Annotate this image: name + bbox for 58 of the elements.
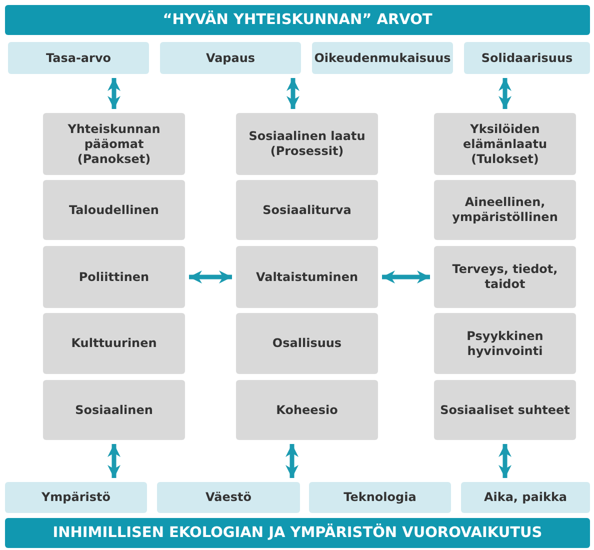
category-box [43,380,185,440]
box-label: Aineellinen, ympäristöllinen [451,195,559,225]
box-label: Solidaarisuus [481,50,573,66]
bottom-banner [5,518,590,548]
factor-box [309,482,451,513]
box-label: Koheesio [276,402,338,418]
box-label: Sosiaalinen [75,402,153,418]
value-box [464,42,590,74]
category-box [434,246,576,308]
double-arrow [189,270,232,284]
category-box [43,246,185,308]
box-label: Kulttuurinen [71,336,157,351]
box-label: Yhteiskunnan pääomat (Panokset) [66,122,162,166]
factor-box [157,482,300,513]
title-banner [5,5,590,35]
box-label: Sosiaalinen laatu (Prosessit) [248,129,366,159]
double-arrow [286,78,300,109]
value-box [8,42,149,74]
double-arrow [108,78,120,109]
box-label: Psyykkinen hyvinvointi [466,328,544,358]
double-arrow [498,78,512,109]
box-label: Yksilöiden elämänlaatu (Tulokset) [462,122,548,166]
box-label: Tasa-arvo [46,50,112,66]
box-label: Oikeudenmukaisuus [314,50,451,66]
double-arrow [108,444,120,478]
box-label: Väestö [206,490,252,505]
box-label: Ympäristö [41,490,111,505]
category-box [236,313,378,374]
column-header-box [43,113,185,175]
value-box [312,42,453,74]
box-label: Valtaistuminen [256,270,358,284]
box-label: Taloudellinen [69,202,159,218]
box-label: Terveys, tiedot, taidot [451,262,559,292]
factor-box [5,482,147,513]
box-label: Sosiaaliset suhteet [440,402,570,418]
box-label: Osallisuus [272,336,342,351]
category-box [236,180,378,240]
box-label: Sosiaaliturva [262,202,352,218]
double-arrow [286,444,298,478]
banner-title: INHIMILLISEN EKOLOGIAN JA YMPÄRISTÖN VUOROVAIKUTUS [52,524,542,542]
box-label: Poliittinen [78,270,150,284]
factor-box [461,482,590,513]
category-box [434,313,576,374]
double-arrow [498,444,512,478]
banner-title: “HYVÄN YHTEISKUNNAN” ARVOT [162,10,432,30]
category-box [236,380,378,440]
category-box [43,313,185,374]
category-box [434,380,576,440]
double-arrow [382,270,430,284]
category-box [434,180,576,240]
category-box [43,180,185,240]
box-label: Vapaus [206,50,256,66]
value-box [160,42,301,74]
column-header-box [236,113,378,175]
column-header-box [434,113,576,175]
box-label: Aika, paikka [484,490,568,505]
category-box [236,246,378,308]
box-label: Teknologia [344,490,416,505]
